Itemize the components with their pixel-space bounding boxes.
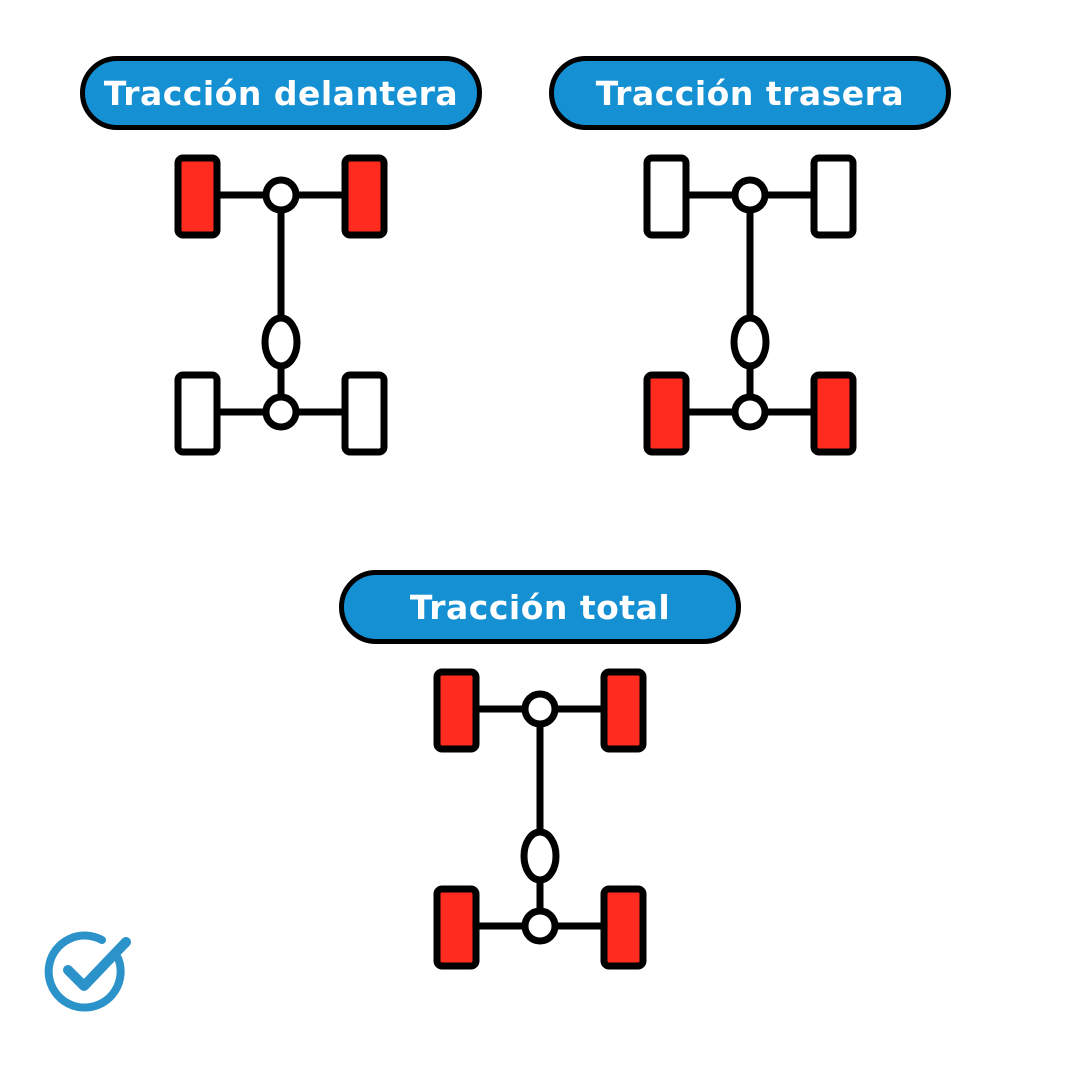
label-pill: Tracción trasera <box>549 56 951 130</box>
center-joint <box>261 314 301 370</box>
front-differential <box>731 176 769 214</box>
label-pill: Tracción delantera <box>80 56 482 130</box>
front-left-wheel <box>643 154 690 239</box>
drivetrain-diagram <box>174 154 388 456</box>
drivetrain-diagram <box>643 154 857 456</box>
front-differential <box>262 176 300 214</box>
center-joint <box>730 314 770 370</box>
rear-differential <box>731 393 769 431</box>
rear-left-wheel <box>174 371 221 456</box>
rear-right-wheel <box>810 371 857 456</box>
logo-ring <box>44 931 125 1012</box>
rear-right-wheel <box>600 885 647 970</box>
logo-check <box>63 937 131 991</box>
front-left-wheel <box>433 668 480 753</box>
front-differential <box>521 690 559 728</box>
rear-left-wheel <box>643 371 690 456</box>
label-text: Tracción total <box>409 587 671 627</box>
front-right-wheel <box>600 668 647 753</box>
rear-differential <box>262 393 300 431</box>
label-text: Tracción delantera <box>103 73 459 113</box>
front-right-wheel <box>341 154 388 239</box>
front-left-wheel <box>174 154 221 239</box>
label-text: Tracción trasera <box>595 73 905 113</box>
check-circle-icon <box>44 931 131 1012</box>
label-pill: Tracción total <box>339 570 741 644</box>
center-joint <box>520 828 560 884</box>
rear-left-wheel <box>433 885 480 970</box>
front-right-wheel <box>810 154 857 239</box>
rear-right-wheel <box>341 371 388 456</box>
drivetrain-diagram <box>433 668 647 970</box>
rear-differential <box>521 907 559 945</box>
